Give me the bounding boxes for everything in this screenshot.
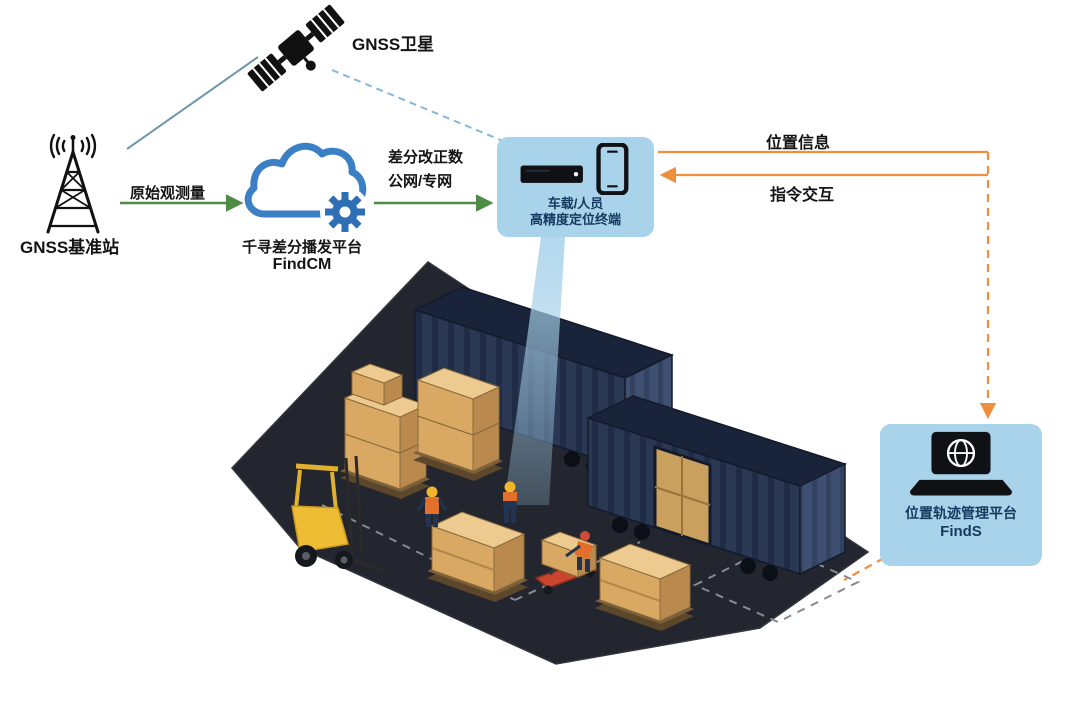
cloud-platform-name: 千寻差分播发平台 bbox=[241, 239, 362, 256]
link-satellite-terminal bbox=[331, 69, 504, 142]
worker-2 bbox=[503, 481, 517, 523]
base-station-label: GNSS基准站 bbox=[20, 238, 120, 257]
cloud-platform-product: FindCM bbox=[272, 256, 332, 273]
smartphone-icon bbox=[595, 143, 628, 195]
container-b-wheels bbox=[612, 517, 778, 581]
floor-markings bbox=[321, 504, 861, 624]
pallet-stack-2 bbox=[413, 367, 503, 481]
management-platform-panel: 位置轨迹管理平台 FindS bbox=[880, 424, 1042, 566]
forklift-icon bbox=[291, 455, 387, 574]
correction-label-line2: 公网/专网 bbox=[388, 173, 453, 190]
worker-3 bbox=[565, 531, 592, 572]
link-satellite-basestation bbox=[126, 56, 259, 150]
receiver-and-phone-icon bbox=[520, 143, 628, 195]
terminal-label-line2: 高精度定位终端 bbox=[529, 212, 621, 228]
management-platform-name: 位置轨迹管理平台 bbox=[905, 505, 1017, 521]
worker-1 bbox=[416, 486, 448, 527]
terminal-label-line1: 车载/人员 bbox=[547, 196, 604, 211]
command-interaction-label: 指令交互 bbox=[770, 187, 835, 204]
pallet-stack-1 bbox=[340, 363, 430, 499]
position-info-label: 位置信息 bbox=[766, 135, 831, 152]
management-platform-product: FindS bbox=[940, 522, 982, 540]
satellite-label: GNSS卫星 bbox=[352, 35, 435, 54]
raw-observation-label: 原始观测量 bbox=[130, 185, 206, 202]
gear-icon bbox=[325, 192, 365, 232]
cloud-gear-icon bbox=[244, 142, 370, 237]
pallet-box-right bbox=[595, 543, 694, 631]
terminal-panel: 车载/人员 高精度定位终端 bbox=[497, 137, 654, 237]
warehouse-yard-scene bbox=[230, 237, 870, 665]
container-b bbox=[585, 395, 848, 576]
laptop-globe-icon bbox=[910, 431, 1012, 496]
pallet-box-center bbox=[427, 511, 528, 602]
correction-label-line1: 差分改正数 bbox=[388, 149, 464, 166]
link-finds-to-yard bbox=[843, 557, 885, 581]
radio-tower-icon bbox=[46, 133, 100, 234]
gnss-satellite-icon bbox=[247, 4, 345, 92]
positioning-beam bbox=[504, 237, 565, 505]
